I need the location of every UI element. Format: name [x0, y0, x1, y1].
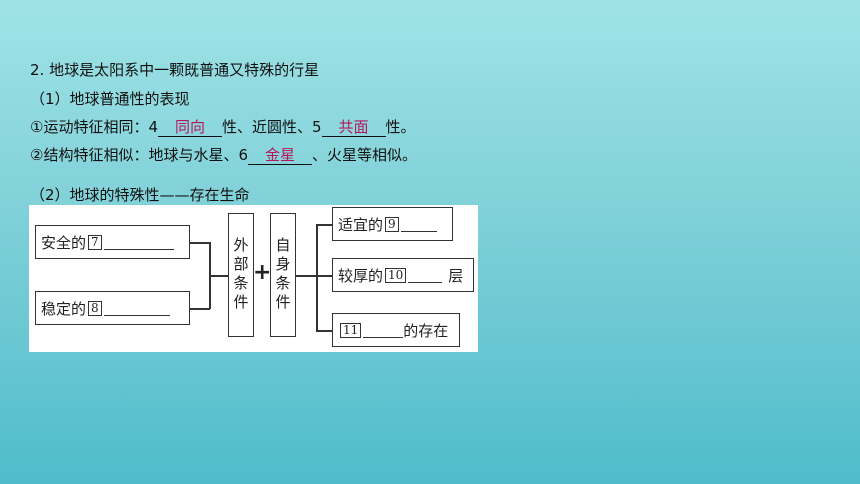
blank-number-8: 8 [88, 301, 102, 316]
blank-number-11: 11 [340, 323, 362, 338]
motion-mid: 性、近圆性、5 [222, 118, 322, 136]
connector-internal-out [296, 275, 316, 277]
answer-blank-6: 金星 [248, 146, 312, 165]
connector-right-top [316, 224, 332, 226]
blank-number-9: 9 [385, 217, 399, 232]
blank-number-7: 7 [88, 235, 102, 250]
answer-blank-5: 共面 [321, 118, 386, 137]
blank-line-10 [408, 268, 443, 283]
connector-right-middle [316, 275, 332, 277]
blank-number-10: 10 [385, 268, 407, 283]
connector-right-bottom [316, 330, 332, 332]
connector-left-top [190, 242, 210, 244]
blank-line-9 [400, 217, 437, 232]
structure-prefix: ②结构特征相似：地球与水星、6 [30, 146, 248, 164]
main-heading: 2. 地球是太阳系中一颗既普通又特殊的行星 [30, 61, 320, 79]
connector-right-vertical [316, 224, 318, 331]
blank-line-8 [103, 301, 170, 316]
external-conditions-box: 外部条件 [228, 213, 254, 337]
right-box-existence-suffix: 的存在 [403, 322, 449, 340]
blank-line-11 [363, 323, 404, 338]
plus-sign: + [253, 260, 272, 285]
right-box-atmosphere-label: 较厚的 [338, 267, 384, 285]
section1-title: （1）地球普通性的表现 [30, 90, 190, 108]
answer-blank-4: 同向 [158, 118, 222, 137]
right-box-atmosphere-suffix: 层 [448, 267, 464, 285]
left-box-stable-label: 稳定的 [41, 300, 87, 318]
connector-left-bottom [190, 308, 210, 310]
connector-left-to-external [209, 275, 228, 277]
blank-line-7 [103, 235, 174, 250]
motion-prefix: ①运动特征相同：4 [30, 118, 158, 136]
left-box-safe-label: 安全的 [41, 234, 87, 252]
motion-suffix: 性。 [385, 118, 416, 136]
right-box-existence: 11 的存在 [332, 313, 460, 347]
structure-suffix: 、火星等相似。 [312, 146, 418, 164]
right-box-suitable-label: 适宜的 [338, 216, 384, 234]
section2-title: （2）地球的特殊性——存在生命 [30, 186, 250, 204]
internal-conditions-box: 自身条件 [270, 213, 296, 337]
